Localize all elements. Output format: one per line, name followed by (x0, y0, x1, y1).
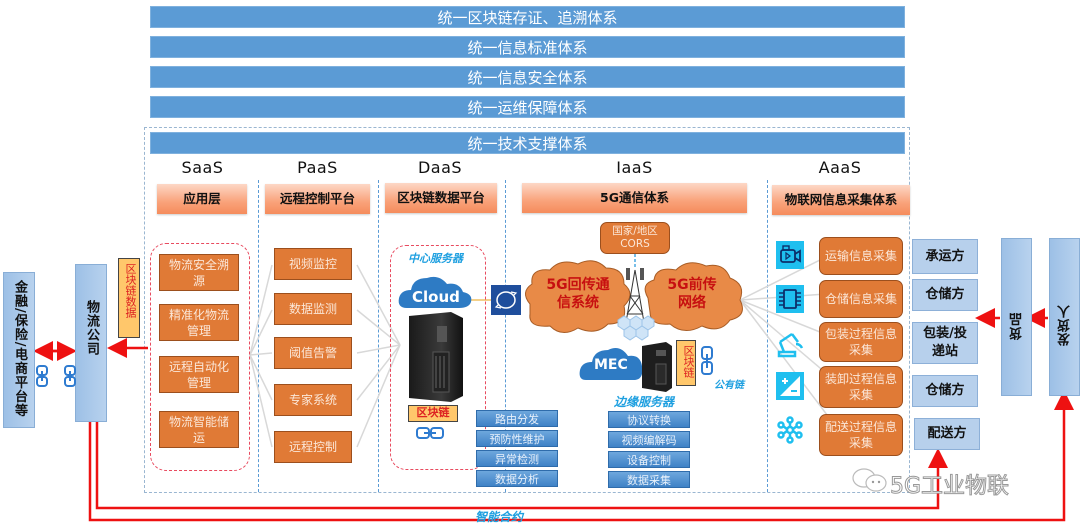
party-warehouse: 仓储方 (912, 279, 978, 311)
backhaul-line1: 5G回传通 (546, 277, 610, 293)
layer-head-5g-comm: 5G通信体系 (522, 183, 747, 213)
cloud-label: Cloud (412, 288, 460, 306)
backhaul-line2: 信系统 (557, 295, 599, 311)
layer-head-blockchain-data: 区块链数据平台 (385, 183, 497, 213)
layer-title-saas: SaaS (181, 158, 224, 177)
daas-function-cell: 预防性维护 (476, 430, 558, 447)
goods-label: 货品 (1010, 312, 1025, 340)
saas-item: 精准化物流管理 (159, 304, 239, 341)
cors-line2: CORS (620, 238, 650, 250)
banner-ops-maintenance: 统一运维保障体系 (150, 96, 905, 118)
blockchain-tag: 区块链 (408, 405, 458, 422)
aaas-item: 仓储信息采集 (819, 280, 903, 318)
chain-link-icon (416, 427, 444, 439)
layer-title-aaas: AaaS (818, 158, 862, 177)
party-delivery: 配送方 (914, 418, 980, 450)
banner-blockchain-traceability: 统一区块链存证、追溯体系 (150, 6, 905, 28)
saas-item: 远程自动化管理 (159, 356, 239, 393)
fronthaul-label: 5G前传 网络 (652, 276, 732, 312)
finance-platform-label: 金融/保险/电商平台等 (12, 280, 27, 418)
fronthaul-line1: 5G前传 (667, 277, 717, 293)
cloud-icon (398, 276, 472, 308)
paas-item: 远程控制 (274, 431, 352, 463)
iaas-function-cell: 设备控制 (608, 451, 690, 468)
public-chain-label: 公有链 (714, 380, 744, 391)
edge-blockchain-tag: 区块链 (676, 340, 696, 386)
banner-info-security: 统一信息安全体系 (150, 66, 905, 88)
logistics-company-box (75, 264, 107, 422)
goods-box (1001, 238, 1032, 396)
cors-line1: 国家/地区 (612, 225, 658, 237)
finance-platform-box (3, 272, 35, 428)
party-packaging-station: 包装/投递站 (912, 322, 978, 364)
paas-item: 视频监控 (274, 248, 352, 280)
edge-server-icon (642, 342, 672, 392)
layer-head-remote-control: 远程控制平台 (265, 184, 370, 214)
layer-title-paas: PaaS (297, 158, 338, 177)
fronthaul-line2: 网络 (678, 295, 706, 311)
center-server-label: 中心服务器 (408, 252, 463, 265)
saas-item: 物流智能储运 (159, 411, 239, 448)
router-icon (491, 285, 521, 315)
aaas-item: 运输信息采集 (819, 237, 903, 275)
robot-arm-icon (776, 330, 804, 358)
layer-title-iaas: IaaS (616, 158, 653, 177)
layer-title-daas: DaaS (417, 158, 463, 177)
daas-function-cell: 数据分析 (476, 470, 558, 487)
tech-support-frame (144, 127, 910, 493)
center-server-group (390, 245, 486, 470)
divider (378, 180, 379, 492)
party-warehouse-2: 仓储方 (912, 375, 978, 407)
saas-group (150, 243, 250, 471)
banner-info-standard: 统一信息标准体系 (150, 36, 905, 58)
edge-server-label: 边缘服务器 (614, 395, 675, 409)
iaas-function-cell: 数据采集 (608, 471, 690, 488)
5g-network-illustration (525, 254, 743, 341)
aaas-item: 装卸过程信息采集 (819, 366, 903, 408)
plus-minus-icon (776, 372, 804, 400)
layer-head-application: 应用层 (157, 184, 247, 214)
chain-link-icon (64, 365, 76, 387)
aaas-item: 包装过程信息采集 (819, 322, 903, 362)
server-tower-icon (409, 312, 463, 402)
layer-head-iot-collection: 物联网信息采集体系 (772, 185, 910, 215)
iaas-function-cell: 协议转换 (608, 411, 690, 428)
chain-link-icon (36, 365, 48, 387)
watermark-text: 5G工业物联 (889, 474, 1010, 500)
blockchain-data-tag: 区块链数据 (118, 258, 140, 338)
divider (505, 180, 506, 492)
smart-contract-label: 智能合约 (475, 510, 524, 524)
chip-icon (776, 285, 804, 313)
paas-item: 专家系统 (274, 384, 352, 416)
paas-item: 数据监测 (274, 293, 352, 325)
network-node-icon (776, 416, 804, 444)
mec-cloud-icon (579, 348, 643, 380)
chain-link-icon (701, 346, 713, 375)
backhaul-label: 5G回传通 信系统 (534, 276, 622, 312)
daas-function-cell: 异常检测 (476, 450, 558, 467)
logistics-company-label: 物流公司 (84, 300, 99, 356)
daas-function-cell: 路由分发 (476, 410, 558, 427)
iaas-function-cell: 视频编解码 (608, 431, 690, 448)
cors-box: 国家/地区 CORS (600, 222, 670, 254)
video-camera-icon (776, 241, 804, 269)
blockchain-data-label: 区块链数据 (124, 263, 137, 318)
aaas-item: 配送过程信息采集 (819, 414, 903, 456)
paas-item: 阈值告警 (274, 337, 352, 369)
mec-label: MEC (594, 357, 628, 373)
shipper-label: 发货人 (1058, 304, 1073, 346)
banner-tech-support: 统一技术支撑体系 (150, 132, 905, 154)
saas-item: 物流安全溯源 (159, 254, 239, 291)
edge-blockchain-label: 区块链 (682, 345, 695, 378)
party-carrier: 承运方 (912, 239, 978, 274)
wechat-icon (852, 468, 887, 492)
